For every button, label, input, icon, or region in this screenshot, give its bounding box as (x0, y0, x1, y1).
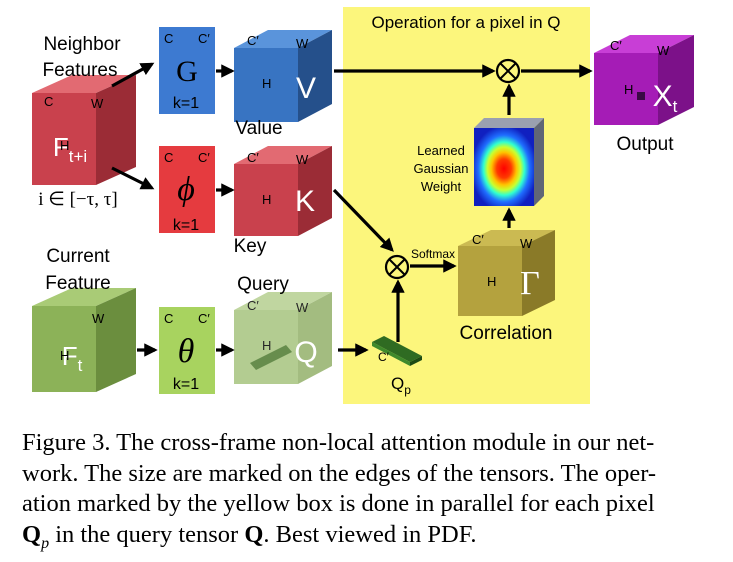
phi-label: ϕ (177, 171, 195, 208)
operation-box-title: Operation for a pixel in Q (372, 13, 561, 32)
query-edge-h: H (262, 338, 271, 353)
query-label: Q (294, 336, 317, 369)
phi-edge-c2: C′ (198, 150, 210, 165)
value-label: V (296, 72, 316, 105)
correlation-edge-h: H (487, 274, 496, 289)
current-edge-h: H (60, 348, 69, 363)
correlation-cube: Γ C′ W H (458, 230, 555, 316)
g-label: G (176, 55, 198, 88)
current-feature-cube: Ft W H (32, 288, 136, 392)
caption-line-1: Figure 3. The cross-frame non-local atte… (22, 429, 655, 456)
correlation-caption: Correlation (460, 323, 553, 344)
query-cube: Q C′ W H (234, 292, 332, 384)
g-block: C C′ G k=1 (159, 27, 215, 114)
g-kernel: k=1 (173, 95, 199, 112)
output-caption: Output (616, 134, 674, 155)
arrow-neighbor-to-g (111, 62, 155, 88)
softmax-label: Softmax (411, 247, 455, 261)
value-cube: V C′ W H (234, 30, 332, 122)
neighbor-edge-c: C (44, 94, 53, 109)
correlation-label: Γ (520, 265, 540, 302)
arrow-neighbor-to-phi (111, 166, 155, 190)
neighbor-feature-label: Ft+i (53, 132, 87, 166)
key-label: K (295, 185, 315, 218)
key-caption: Key (234, 236, 267, 257)
multiply-node-top (495, 58, 521, 84)
qp-label: Qp (391, 374, 411, 397)
value-caption: Value (235, 118, 282, 139)
query-edge-w: W (296, 300, 309, 315)
caption-line-2: work. The size are marked on the edges o… (22, 459, 657, 487)
output-edge-w: W (657, 43, 670, 58)
phi-edge-c: C (164, 150, 173, 165)
key-edge-w: W (296, 152, 309, 167)
output-cube: Xt C′ W H (594, 35, 694, 125)
neighbor-feature-cube: Ft+i C W H (32, 75, 136, 185)
current-edge-w: W (92, 311, 105, 326)
theta-edge-c2: C′ (198, 311, 210, 326)
current-title-line1: Current (46, 246, 110, 267)
theta-label: θ (178, 333, 195, 370)
arrow-key-to-multiply (332, 188, 394, 252)
correlation-edge-c: C′ (472, 232, 484, 247)
theta-edge-c: C (164, 311, 173, 326)
multiply-node-bottom (384, 254, 410, 280)
figure-caption: Figure 3. The cross-frame non-local atte… (22, 428, 722, 559)
current-feature-label: Ft (62, 341, 83, 375)
gaussian-label-line1: Learned (417, 143, 465, 158)
value-edge-c: C′ (247, 33, 259, 48)
neighbor-title-line1: Neighbor (43, 34, 121, 55)
neighbor-range: i ∈ [−τ, τ] (38, 189, 117, 210)
neighbor-title-line2: Features (43, 60, 118, 81)
caption-line-4: Qp in the query tensor Q. Best viewed in… (22, 520, 477, 552)
g-edge-c2: C′ (198, 31, 210, 46)
key-edge-c: C′ (247, 150, 259, 165)
neighbor-edge-h: H (60, 138, 69, 153)
key-cube: K C′ W H (234, 146, 332, 236)
output-edge-h: H (624, 82, 633, 97)
query-edge-c: C′ (247, 298, 259, 313)
value-edge-h: H (262, 76, 271, 91)
correlation-edge-w: W (520, 236, 533, 251)
qp-bar: C′ Qp (372, 336, 422, 397)
arrows (111, 62, 593, 357)
phi-block: C C′ ϕ k=1 (159, 146, 215, 234)
output-edge-c: C′ (610, 38, 622, 53)
g-edge-c: C (164, 31, 173, 46)
query-caption: Query (237, 274, 289, 295)
output-label: Xt (653, 80, 678, 116)
current-title-line2: Feature (45, 273, 110, 294)
theta-kernel: k=1 (173, 376, 199, 393)
theta-block: C C′ θ k=1 (159, 307, 215, 394)
key-edge-h: H (262, 192, 271, 207)
gaussian-weight-map (474, 118, 544, 206)
gaussian-label-line3: Weight (421, 179, 462, 194)
caption-line-3: ation marked by the yellow box is done i… (22, 490, 655, 517)
qp-edge-c: C′ (378, 350, 390, 364)
phi-kernel: k=1 (173, 217, 199, 234)
gaussian-label-line2: Gaussian (414, 161, 469, 176)
value-edge-w: W (296, 36, 309, 51)
neighbor-edge-w: W (91, 96, 104, 111)
